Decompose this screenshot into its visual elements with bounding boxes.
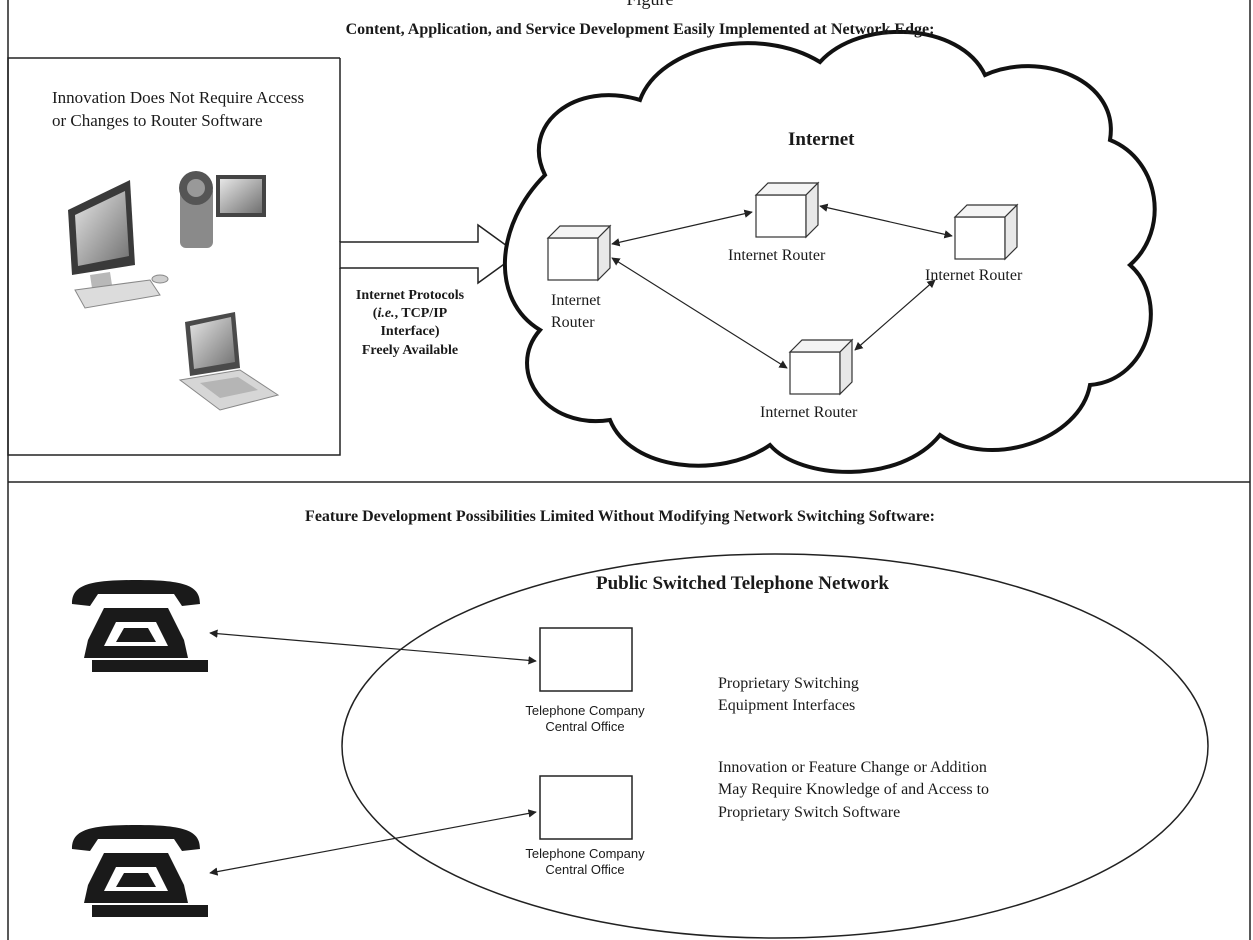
router-label-bottom: Internet Router: [760, 404, 858, 421]
camcorder-icon: [179, 171, 266, 248]
router-box-bottom: [788, 338, 854, 396]
innovation-text: Innovation Does Not Require Access or Ch…: [52, 88, 305, 130]
router-label-right: Internet Router: [925, 267, 1023, 284]
laptop-icon: [178, 312, 280, 411]
link-bottom-right: [854, 279, 936, 351]
bottom-section-title: Feature Development Possibilities Limite…: [305, 508, 935, 525]
pstn-label: Public Switched Telephone Network: [596, 573, 889, 594]
telephone-icon-bottom: [72, 825, 208, 917]
link-phone-bottom-office: [209, 809, 537, 876]
protocols-label: Internet Protocols (i.e., TCP/IP Interfa…: [340, 287, 480, 360]
central-office-box-top: [539, 627, 633, 692]
cutoff-title: Figure: [560, 0, 740, 11]
link-phone-top-office: [209, 629, 537, 665]
router-box-top: [754, 181, 820, 239]
protocols-line3: Interface): [380, 324, 440, 340]
protocols-line2-rest: , TCP/IP: [394, 306, 448, 322]
protocols-line4: Freely Available: [361, 342, 459, 358]
router-label-top: Internet Router: [728, 247, 826, 264]
central-office-label-top: Telephone Company Central Office: [525, 703, 645, 735]
link-top-right: [819, 203, 953, 239]
router-label-left: Internet Router: [551, 292, 601, 331]
router-box-left: [546, 224, 612, 282]
link-left-top: [611, 209, 753, 247]
link-left-bottom: [611, 257, 788, 369]
protocols-line2: (i.e., TCP/IP: [372, 306, 448, 322]
protocols-line2-italic: i.e.: [377, 306, 395, 322]
devices-box: [7, 57, 341, 456]
pstn-ellipse: [341, 553, 1209, 939]
proprietary-interfaces-text: Proprietary Switching Equipment Interfac…: [718, 675, 859, 715]
central-office-label-bottom: Telephone Company Central Office: [525, 846, 645, 878]
top-section-title: Content, Application, and Service Develo…: [345, 21, 935, 38]
feature-change-text: Innovation or Feature Change or Addition…: [718, 759, 990, 821]
desktop-computer-icon: [68, 180, 169, 309]
telephone-icon-top: [72, 580, 208, 672]
cloud-label: Internet: [788, 129, 855, 150]
central-office-box-bottom: [539, 775, 633, 840]
router-box-right: [953, 203, 1019, 261]
interface-arrow: [339, 223, 520, 285]
protocols-line1: Internet Protocols: [355, 288, 465, 303]
